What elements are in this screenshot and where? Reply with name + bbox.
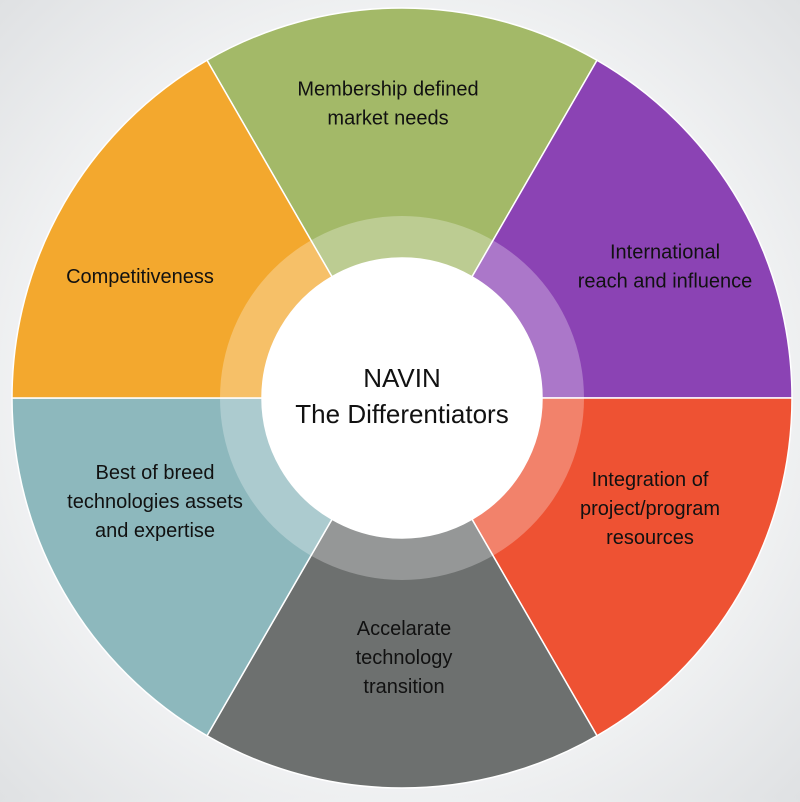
segment-label-best-of-breed-line2: technologies assets: [67, 491, 243, 513]
segment-label-integration-line2: project/program: [580, 498, 720, 520]
segment-label-integration-line1: Integration of: [592, 469, 709, 491]
segment-label-membership-line2: market needs: [327, 108, 448, 130]
segment-labels-group: Membership defined market needsInternatio…: [66, 79, 752, 699]
segment-label-international-line1: International: [610, 242, 720, 264]
segment-label-integration-line3: resources: [606, 527, 694, 549]
segment-label-accelarate-line2: technology: [356, 647, 453, 669]
center-title-line2: The Differentiators: [295, 399, 508, 429]
segment-label-competitiveness-line1: Competitiveness: [66, 266, 214, 288]
segment-label-accelarate-line1: Accelarate: [357, 618, 452, 640]
segment-label-best-of-breed-line1: Best of breed: [96, 462, 215, 484]
segment-label-accelarate-line3: transition: [363, 676, 444, 698]
center-title-line1: NAVIN: [363, 363, 441, 393]
segment-label-membership-line1: Membership defined: [297, 79, 478, 101]
segment-label-best-of-breed-line3: and expertise: [95, 520, 215, 542]
center-hub: [262, 258, 542, 538]
segment-label-international-line2: reach and influence: [578, 271, 753, 293]
segments-group: [11, 7, 793, 789]
